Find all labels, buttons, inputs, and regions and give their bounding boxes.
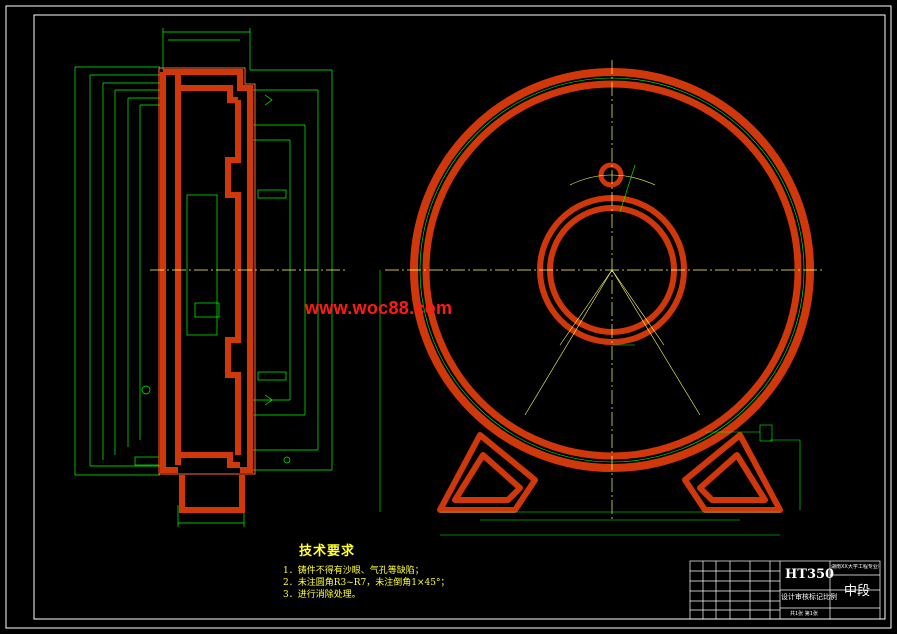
side-section-view	[74, 28, 333, 527]
front-view	[150, 60, 825, 536]
title-block-footer: 共1张 第1张	[790, 611, 818, 617]
title-block-small-label: 设计审核标记比例	[781, 593, 837, 601]
requirement-line-3: 3．进行消除处理。	[283, 590, 361, 600]
inner-border	[33, 14, 886, 620]
technical-requirements-title: 技术要求	[299, 544, 356, 559]
requirement-line-2: 2．未注圆角R3~R7，未注倒角1×45°；	[283, 578, 450, 588]
title-block-material: HT350	[785, 567, 835, 582]
title-block-part-name: 中段	[844, 584, 871, 599]
outer-border	[5, 5, 892, 629]
watermark-text: www.woc88.com	[305, 298, 453, 318]
requirement-line-1: 1．铸件不得有沙眼、气孔等缺陷；	[283, 566, 424, 576]
title-block	[689, 560, 881, 620]
technical-requirements: 技术要求 1．铸件不得有沙眼、气孔等缺陷； 2．未注圆角R3~R7，未注倒角1×…	[283, 540, 450, 601]
title-block-school: 湖南XX大学工程专业机械	[831, 564, 879, 570]
